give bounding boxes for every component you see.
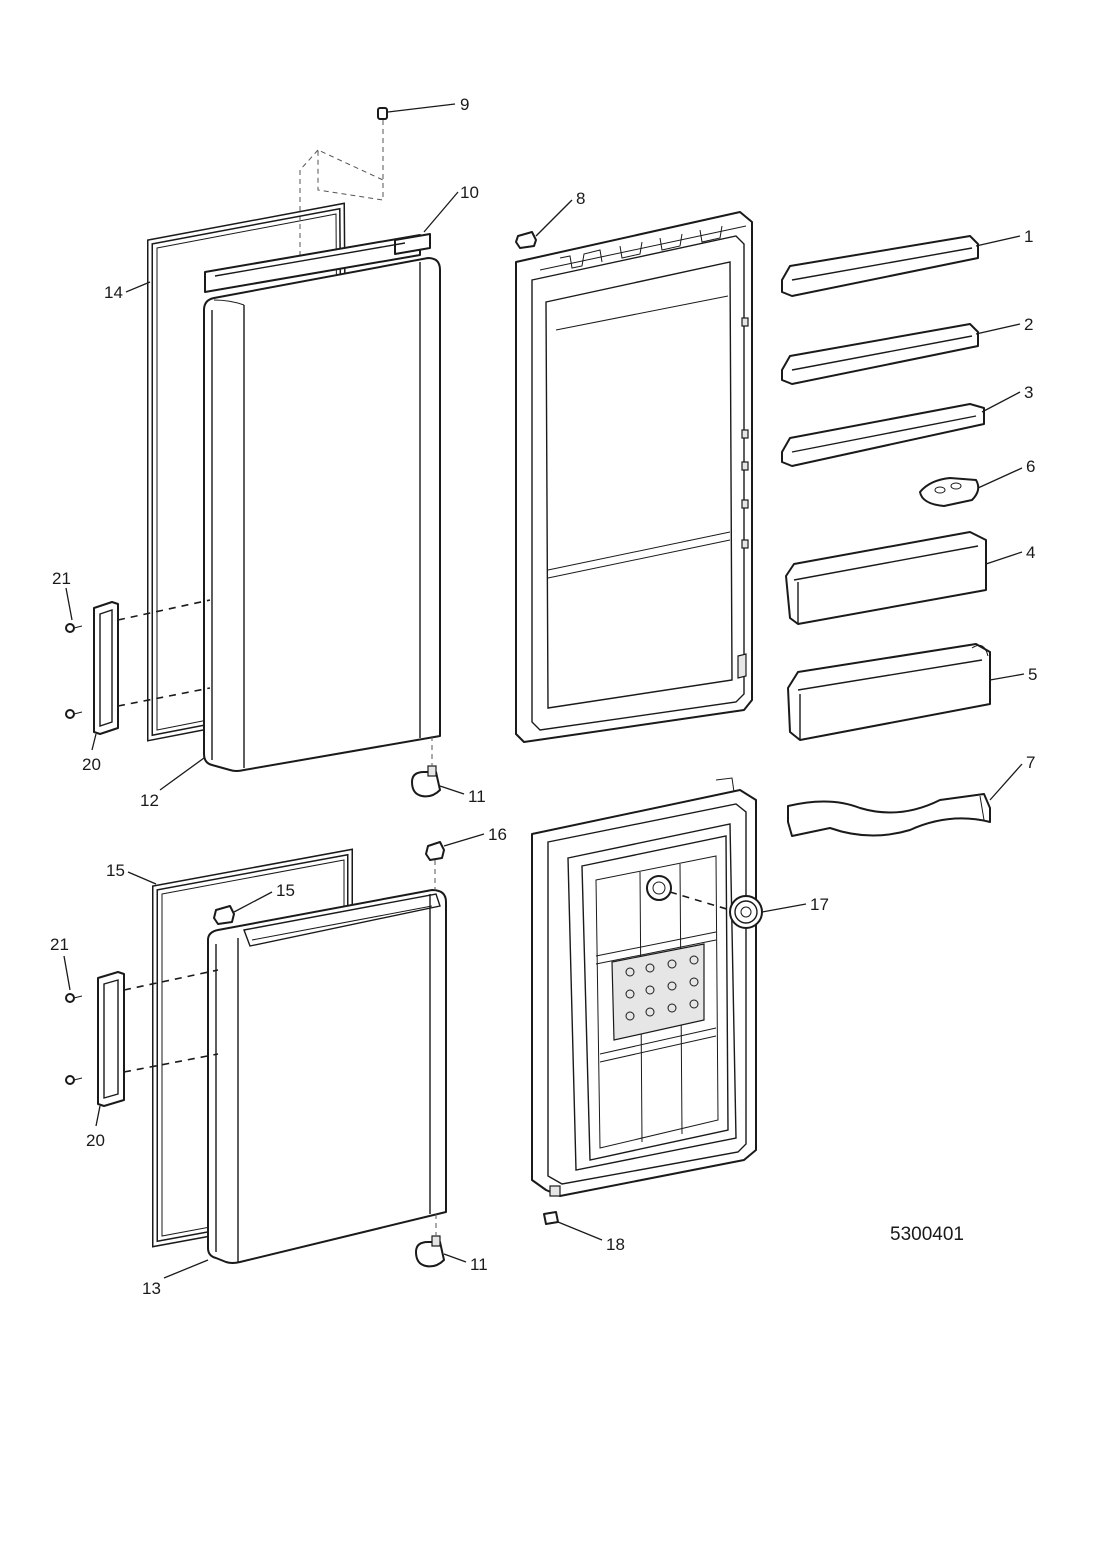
callout-3: 3 [1024, 383, 1033, 402]
upper-door-liner [515, 211, 753, 743]
part-12-upper-door [203, 257, 441, 772]
part-2-door-shelf [781, 323, 979, 385]
callout-20-upper: 20 [82, 755, 101, 774]
part-21-upper-screws [65, 623, 83, 719]
part-11-lower-hinge [415, 1214, 445, 1268]
callout-5: 5 [1028, 665, 1037, 684]
callout-4: 4 [1026, 543, 1035, 562]
callout-17: 16 [488, 825, 507, 844]
callout-16: 15 [276, 881, 295, 900]
lower-door-liner [531, 777, 757, 1197]
callout-9: 9 [460, 95, 469, 114]
part-20-upper-handle [93, 599, 211, 735]
part-10-top-trim [204, 233, 431, 293]
part-13-lower-door [207, 889, 447, 1264]
callout-11-lower: 11 [470, 1255, 488, 1274]
callout-1: 1 [1024, 227, 1033, 246]
part-19-foot [543, 1211, 559, 1225]
part-17-cap [425, 841, 445, 890]
leader-lines [63, 103, 1025, 1279]
part-4-bottle-shelf [785, 531, 987, 625]
part-21-lower-screws [65, 993, 83, 1085]
callout-19: 18 [606, 1235, 625, 1254]
callout-14: 14 [104, 283, 123, 302]
part-7-trim-strip [787, 793, 991, 837]
callout-21-upper: 21 [52, 569, 71, 588]
callout-11-upper: 11 [468, 787, 486, 806]
callout-2: 2 [1024, 315, 1033, 334]
part-16-cap [213, 905, 235, 925]
part-1-door-shelf [781, 235, 979, 297]
part-8-cap [515, 231, 537, 249]
part-5-bottle-shelf [787, 643, 991, 741]
part-20-lower-handle [97, 969, 219, 1107]
part-11-upper-hinge [411, 736, 441, 798]
callout-6: 6 [1026, 457, 1035, 476]
callout-18: 17 [810, 895, 829, 914]
callout-13: 13 [142, 1279, 161, 1298]
callout-15: 15 [106, 861, 125, 880]
callout-12: 12 [140, 791, 159, 810]
callout-8: 8 [576, 189, 585, 208]
callout-7: 7 [1026, 753, 1035, 772]
callout-labels: 9 10 8 1 2 3 6 4 5 7 11 11 14 15 15 16 1… [50, 95, 1037, 1298]
part-3-door-shelf [781, 403, 985, 467]
part-6-egg-tray [919, 477, 980, 507]
callout-10: 10 [460, 183, 479, 202]
callout-20-lower: 20 [86, 1131, 105, 1150]
callout-21-lower: 21 [50, 935, 69, 954]
drawing-code: 5300401 [890, 1224, 964, 1245]
